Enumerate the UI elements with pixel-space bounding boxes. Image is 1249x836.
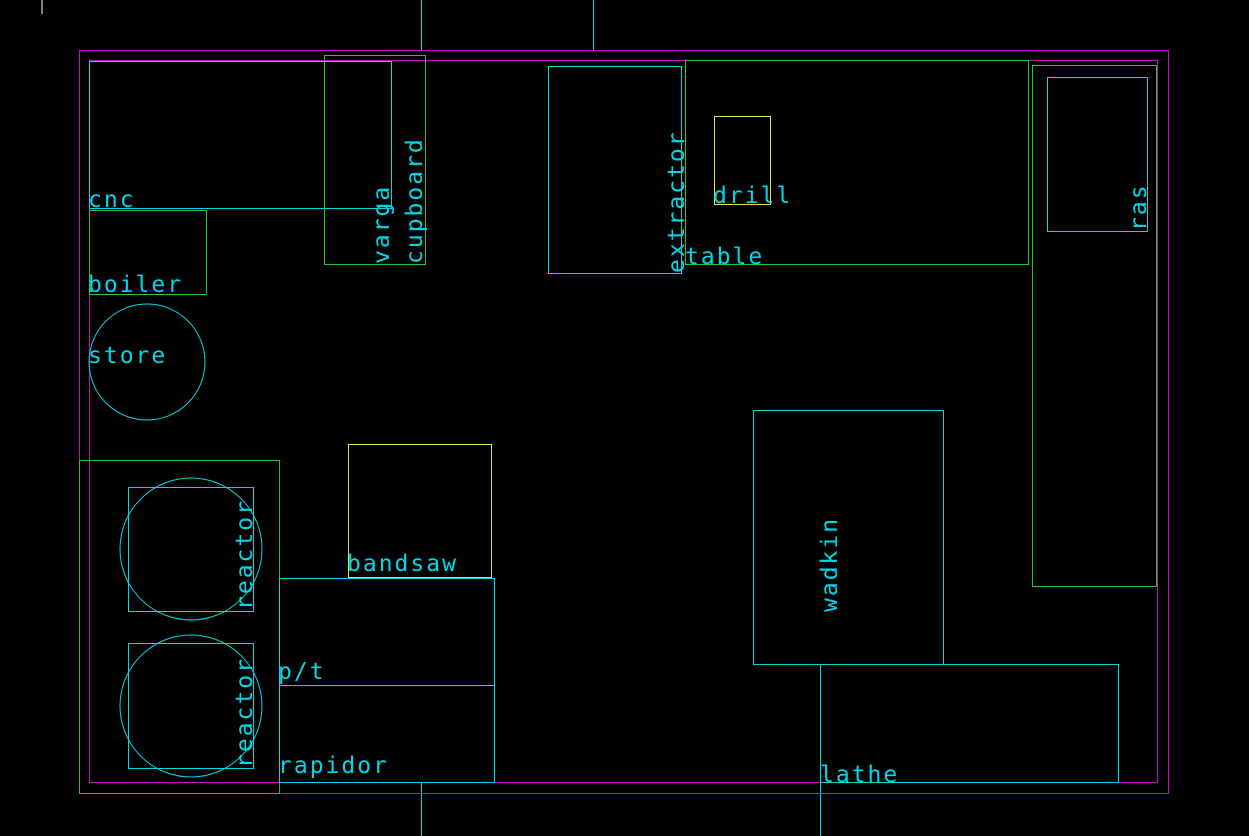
reactor-bottom-box[interactable] [128,643,254,769]
varga-label: varga [369,185,395,264]
lathe-label: lathe [820,762,899,788]
bandsaw-outline[interactable] [348,444,492,578]
ras-inner [1047,77,1148,232]
extractor-outline[interactable] [548,66,682,274]
pt-label: p/t [278,659,326,685]
cnc-label: cnc [88,187,136,213]
wadkin-label: wadkin [817,517,843,612]
store-outline[interactable] [88,303,206,421]
boiler-outline[interactable] [89,210,207,295]
table-label: table [685,244,764,270]
cupboard-label: cupboard [402,137,428,264]
reactor-top-label: reactor [232,499,258,610]
wadkin-outline[interactable] [753,410,944,665]
reactor-top-box[interactable] [128,487,254,612]
boiler-label: boiler [88,272,183,298]
lathe-outline[interactable] [820,664,1119,783]
inner-wall [89,60,1158,783]
reactor-top-circle [119,477,263,621]
reactor-bottom-circle [119,634,263,778]
rapidor-label: rapidor [278,753,389,779]
store-label: store [88,343,167,369]
ras-outline[interactable] [1032,65,1157,587]
bandsaw-label: bandsaw [347,551,458,577]
table-outline[interactable] [685,60,1029,265]
outer-wall [79,50,1169,794]
rapidor-outline[interactable] [279,685,495,783]
drill-outline[interactable] [714,116,771,205]
reactor-bottom-label: reactor [232,657,258,768]
ras-label: ras [1126,183,1152,231]
drill-label: drill [713,183,792,209]
varga-cupboard-outline[interactable] [324,55,426,265]
